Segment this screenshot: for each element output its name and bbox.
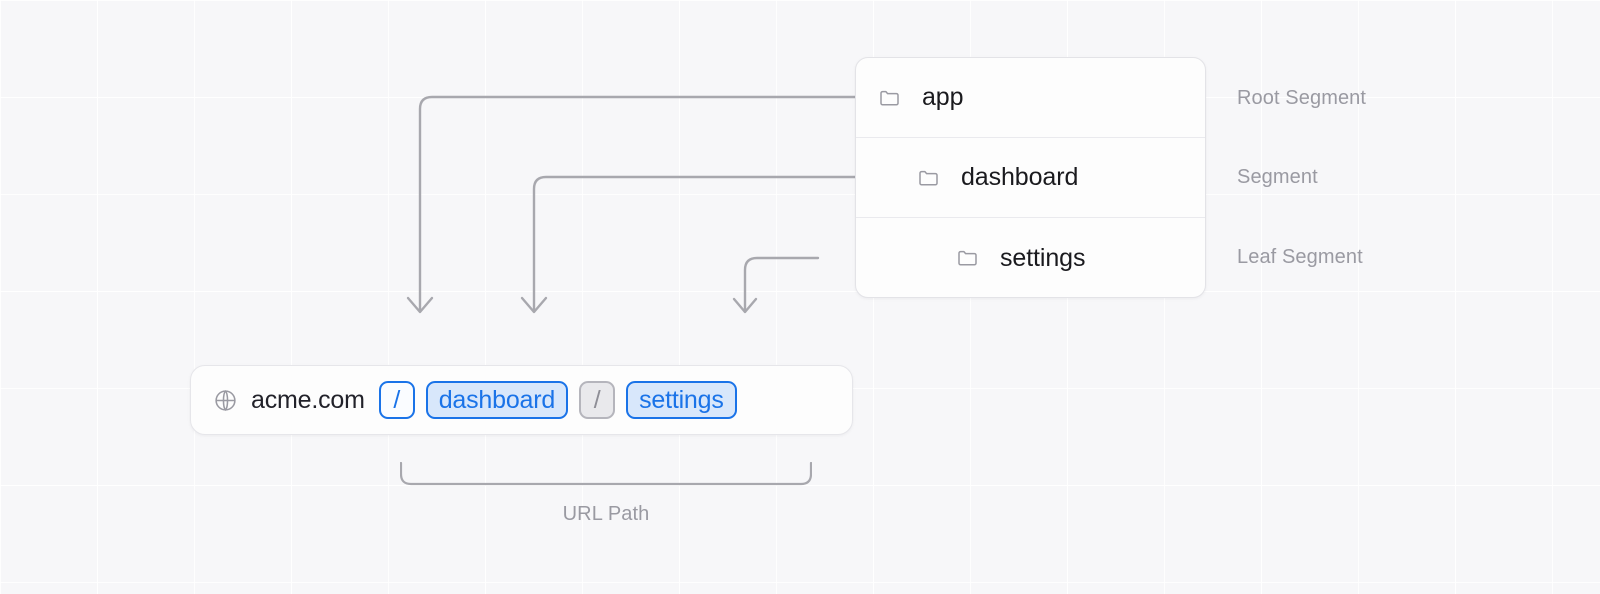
url-chip-dashboard[interactable]: dashboard <box>425 381 569 419</box>
folder-icon <box>917 166 941 190</box>
url-path-label: URL Path <box>562 503 650 525</box>
annotation-leaf-segment: Leaf Segment <box>1237 246 1363 268</box>
tree-row-label: settings <box>1000 243 1086 272</box>
annotation-root-segment: Root Segment <box>1237 87 1367 109</box>
tree-row-label: app <box>922 83 964 111</box>
url-chip-slash-2[interactable]: / <box>579 381 616 419</box>
file-tree-card: app dashboard settings <box>855 57 1206 298</box>
tree-row-label: dashboard <box>961 163 1079 191</box>
url-chip-settings[interactable]: settings <box>626 381 737 419</box>
url-chip-slash-1[interactable]: / <box>378 381 415 419</box>
tree-row-dashboard[interactable]: dashboard <box>856 138 1205 218</box>
folder-icon <box>878 86 902 110</box>
annotation-segment: Segment <box>1237 166 1318 188</box>
tree-row-app[interactable]: app <box>856 58 1205 138</box>
url-host-label: acme.com <box>251 385 365 414</box>
globe-icon <box>213 388 238 413</box>
url-bar[interactable]: acme.com / dashboard / settings <box>190 365 853 435</box>
url-path-bracket-group: URL Path <box>399 461 813 526</box>
tree-row-settings[interactable]: settings <box>856 218 1205 297</box>
url-path-bracket <box>399 461 813 486</box>
folder-icon <box>956 246 980 270</box>
